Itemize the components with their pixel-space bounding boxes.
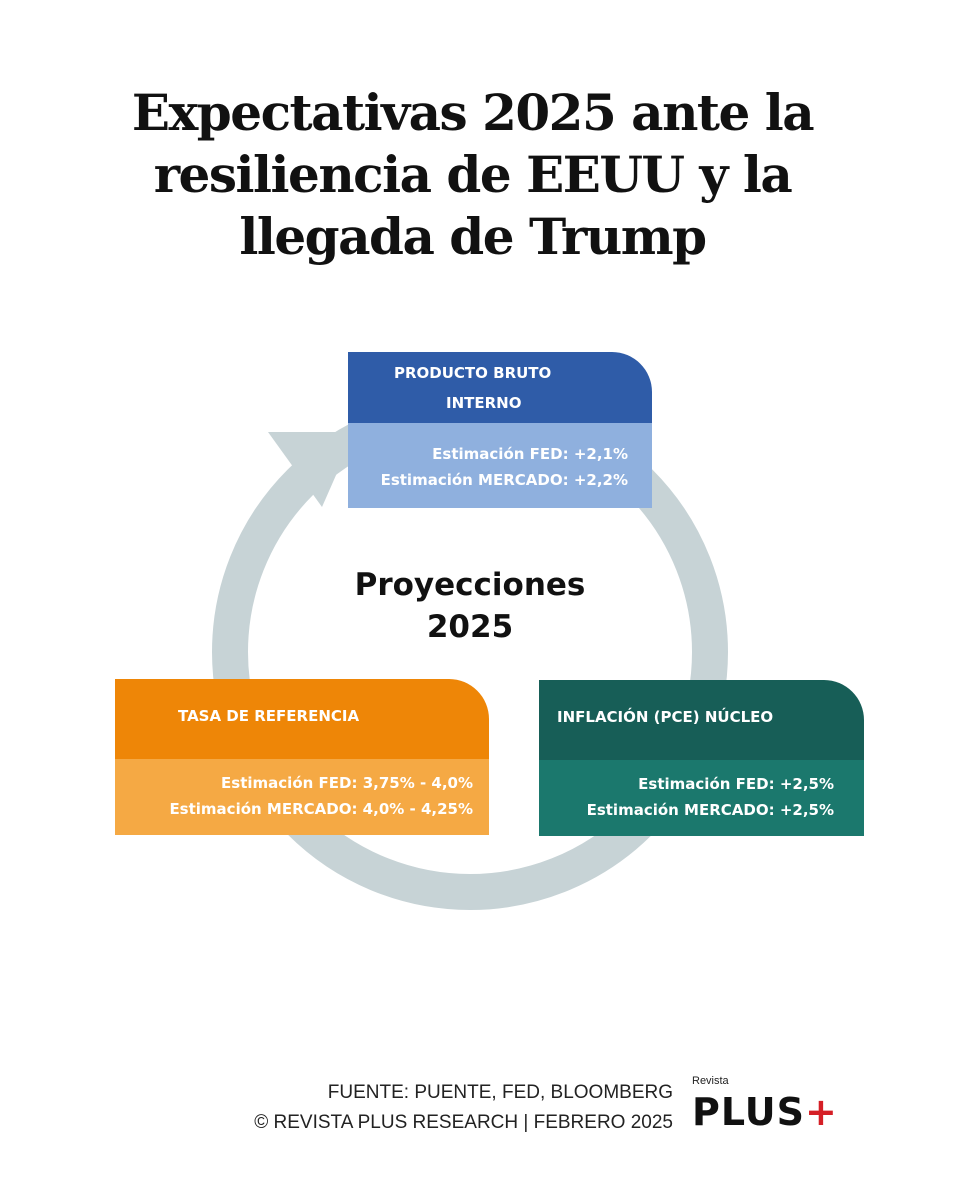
title-line: llegada de Trump: [239, 207, 707, 266]
credit-text: © REVISTA PLUS RESEARCH | FEBRERO 2025: [254, 1112, 673, 1133]
box-title: TASA DE REFERENCIA: [178, 707, 360, 725]
fed-estimate: Estimación FED: 3,75% - 4,0%: [221, 774, 473, 792]
market-estimate: Estimación MERCADO: +2,5%: [586, 801, 834, 819]
fed-estimate: Estimación FED: +2,1%: [432, 445, 628, 463]
revista-plus-logo: Revista PLUS+: [692, 1074, 838, 1135]
box-body: Estimación FED: 3,75% - 4,0% Estimación …: [115, 759, 489, 835]
footer: FUENTE: PUENTE, FED, BLOOMBERG © REVISTA…: [254, 1078, 673, 1138]
title-line: resiliencia de EEUU y la: [153, 145, 793, 204]
box-body: Estimación FED: +2,5% Estimación MERCADO…: [539, 760, 864, 836]
market-estimate: Estimación MERCADO: +2,2%: [380, 471, 628, 489]
center-label: Proyecciones 2025: [310, 564, 630, 648]
box-pbi: PRODUCTO BRUTO INTERNO Estimación FED: +…: [348, 352, 652, 508]
box-title: INFLACIÓN (PCE) NÚCLEO: [557, 708, 774, 726]
box-title: INTERNO: [446, 394, 522, 412]
source-text: FUENTE: PUENTE, FED, BLOOMBERG: [327, 1082, 673, 1103]
box-header: TASA DE REFERENCIA: [115, 679, 489, 759]
page-title: Expectativas 2025 ante la resiliencia de…: [0, 82, 945, 268]
title-line: Expectativas 2025 ante la: [131, 83, 815, 142]
box-tasa: TASA DE REFERENCIA Estimación FED: 3,75%…: [115, 679, 489, 835]
plus-icon: +: [804, 1090, 838, 1134]
center-line: Proyecciones: [354, 567, 586, 603]
center-line: 2025: [426, 609, 514, 645]
arrowhead-icon: [268, 432, 355, 507]
box-header: INFLACIÓN (PCE) NÚCLEO: [539, 680, 864, 760]
box-inflacion: INFLACIÓN (PCE) NÚCLEO Estimación FED: +…: [539, 680, 864, 836]
logo-text: PLUS: [692, 1090, 805, 1134]
box-body: Estimación FED: +2,1% Estimación MERCADO…: [348, 423, 652, 508]
box-title: PRODUCTO BRUTO: [394, 364, 552, 382]
box-header: PRODUCTO BRUTO INTERNO: [348, 352, 652, 423]
logo-small-text: Revista: [692, 1075, 729, 1087]
fed-estimate: Estimación FED: +2,5%: [638, 775, 834, 793]
market-estimate: Estimación MERCADO: 4,0% - 4,25%: [169, 800, 473, 818]
